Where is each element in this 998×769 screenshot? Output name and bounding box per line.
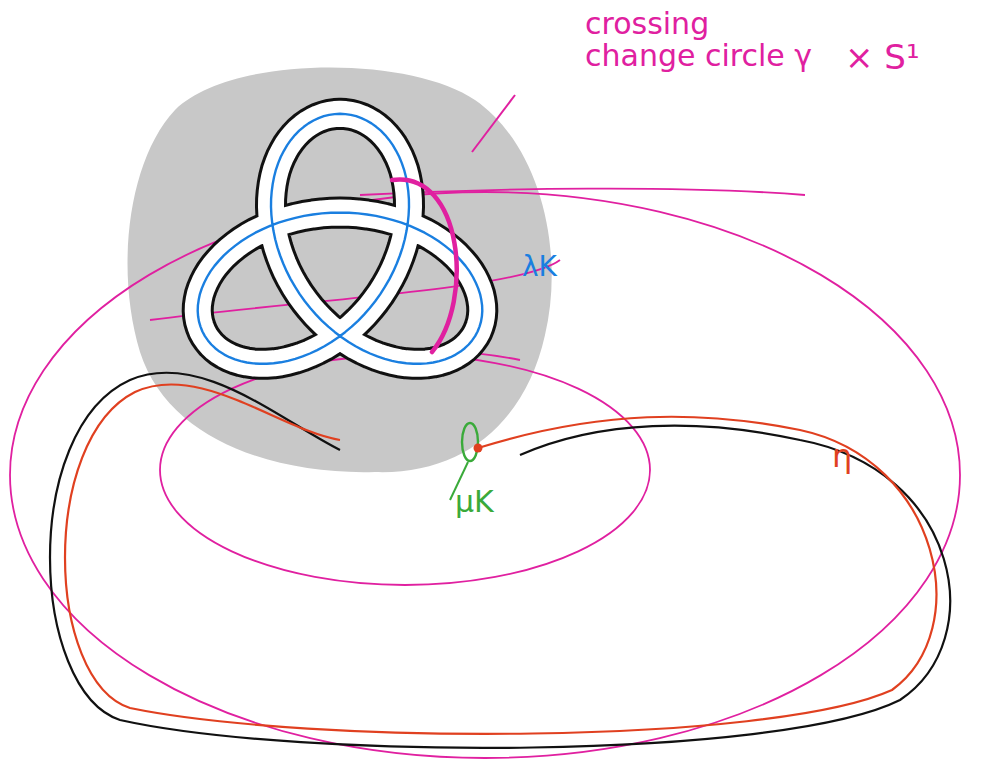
crossing-circle [392, 179, 457, 352]
meridian [462, 423, 478, 461]
eta-label: η [832, 440, 852, 474]
leader-line [472, 95, 515, 152]
meridian-label: μK [455, 486, 494, 518]
eta-curve [65, 384, 936, 733]
longitude-curve [198, 114, 483, 364]
base-point [474, 444, 483, 453]
knot-strand [50, 373, 950, 748]
callout-label: crossing change circle γ [585, 8, 825, 71]
knot-band-outline [198, 114, 483, 364]
product-label: × S¹ [845, 40, 920, 76]
gray-region [128, 67, 552, 472]
knot-band [198, 114, 483, 364]
longitude-label: λK [522, 252, 557, 281]
